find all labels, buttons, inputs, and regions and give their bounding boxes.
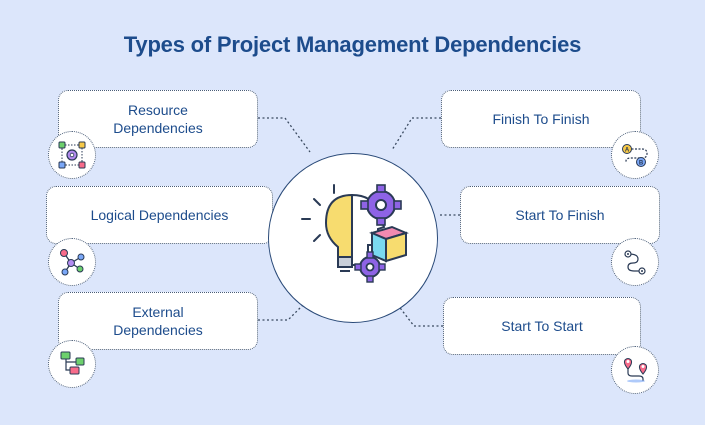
map-pins-route-icon bbox=[611, 346, 659, 394]
idea-gears-cube-icon bbox=[301, 184, 409, 283]
card-logical-dependencies: Logical Dependencies bbox=[46, 186, 273, 244]
card-label: Logical Dependencies bbox=[90, 207, 229, 223]
connector-start-to-start bbox=[393, 299, 443, 327]
svg-text:A: A bbox=[625, 148, 630, 154]
page-title: Types of Project Management Dependencies bbox=[123, 32, 582, 57]
network-nodes-icon bbox=[48, 238, 96, 286]
card-start-to-finish: Start To Finish bbox=[460, 186, 660, 244]
svg-text:B: B bbox=[639, 161, 644, 167]
card-label: Start To Finish bbox=[515, 207, 605, 223]
connector-resource bbox=[258, 117, 311, 153]
card-label: Finish To Finish bbox=[492, 111, 590, 127]
card-resource-dependencies: Resource Dependencies bbox=[58, 90, 258, 148]
card-finish-to-finish: Finish To Finish bbox=[441, 90, 641, 148]
card-external-dependencies: External Dependencies bbox=[58, 292, 258, 350]
card-label: Resource Dependencies bbox=[113, 102, 203, 136]
card-start-to-start: Start To Start bbox=[443, 297, 641, 355]
card-label: Start To Start bbox=[501, 318, 583, 334]
central-hub bbox=[268, 153, 438, 323]
a-to-b-path-icon: A B bbox=[611, 131, 659, 179]
route-path-icon bbox=[611, 238, 659, 286]
card-label: External Dependencies bbox=[113, 304, 203, 338]
gear-cycle-icon bbox=[48, 131, 96, 179]
connector-finish-to-finish bbox=[391, 117, 441, 151]
flowchart-icon bbox=[48, 340, 96, 388]
